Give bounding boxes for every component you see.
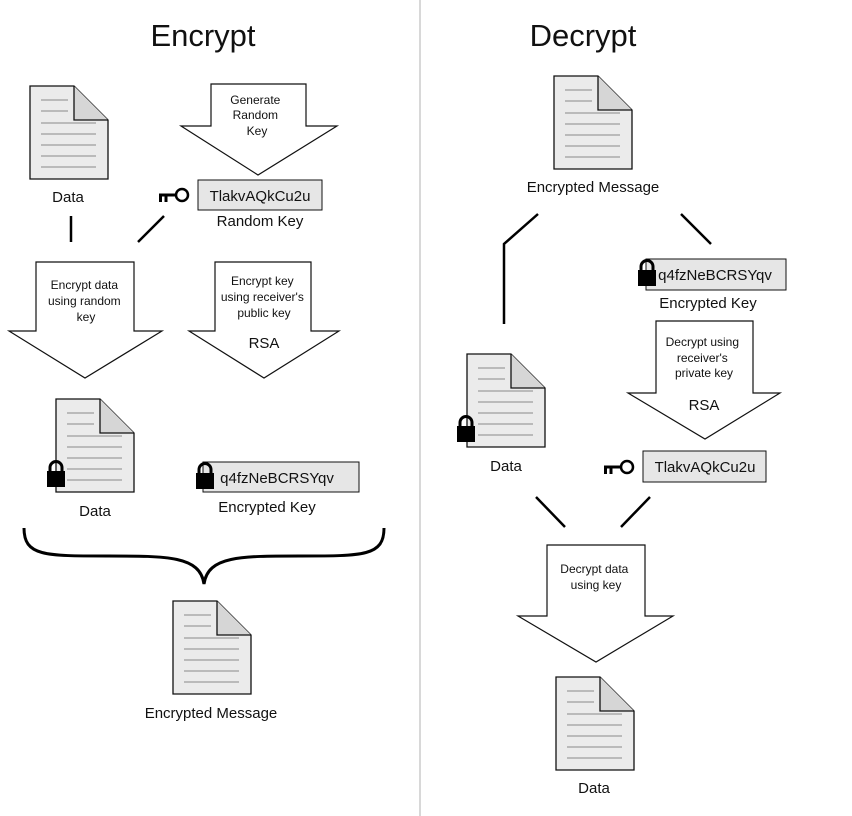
decrypt-encrypted-data-label: Data xyxy=(490,458,522,475)
decrypt-encrypted-key-label: Encrypted Key xyxy=(659,295,757,312)
combine-brace xyxy=(22,527,386,585)
connector xyxy=(502,213,539,324)
decrypt-key-text: Decrypt using receiver's private key xyxy=(666,335,743,380)
decrypt-data-arrow xyxy=(515,544,676,663)
connector xyxy=(535,496,566,528)
lock-icon xyxy=(455,415,477,444)
encrypt-key-text: Encrypt key using receiver's public key xyxy=(221,274,307,320)
encrypt-data-text: Encrypt data using random key xyxy=(48,278,124,324)
decrypt-key-arrow xyxy=(625,320,783,440)
connector xyxy=(620,496,651,528)
result-data-document-icon xyxy=(555,676,635,771)
connector xyxy=(680,213,712,245)
encrypt-title: Encrypt xyxy=(150,18,255,53)
encrypted-message-label: Encrypted Message xyxy=(145,705,278,722)
decrypt-encrypted-key-value: q4fzNeBCRSYqv xyxy=(658,267,772,284)
encrypt-key-algo: RSA xyxy=(249,335,280,352)
encrypted-key-box xyxy=(202,461,360,493)
encrypt-data-arrow xyxy=(6,261,165,379)
data-label: Data xyxy=(52,189,84,206)
encrypt-key-arrow xyxy=(186,261,342,379)
decrypt-random-key-value: TlakvAQkCu2u xyxy=(655,459,756,476)
decrypt-encrypted-key-box xyxy=(645,258,787,291)
decrypt-key-algo: RSA xyxy=(689,397,720,414)
generate-key-arrow xyxy=(178,83,340,176)
data-document-icon xyxy=(29,85,109,180)
decrypt-title: Decrypt xyxy=(530,18,637,53)
encrypted-key-label: Encrypted Key xyxy=(218,499,316,516)
random-key-label: Random Key xyxy=(217,213,304,230)
generate-key-text: Generate Random Key xyxy=(230,93,283,138)
encrypted-data-document-icon xyxy=(55,398,135,493)
encrypted-message-document-icon xyxy=(172,600,252,695)
encrypted-data-label: Data xyxy=(79,503,111,520)
decrypt-random-key-box xyxy=(642,450,767,483)
result-data-label: Data xyxy=(578,780,610,797)
decrypt-encrypted-data-document-icon xyxy=(466,353,546,448)
decrypt-data-text: Decrypt data using key xyxy=(560,562,631,592)
decrypt-message-label: Encrypted Message xyxy=(527,179,660,196)
random-key-value: TlakvAQkCu2u xyxy=(210,188,311,205)
key-icon xyxy=(157,187,190,204)
encrypted-message-document-icon xyxy=(553,75,633,170)
key-icon xyxy=(602,459,635,476)
connector xyxy=(137,215,165,243)
encrypted-key-value: q4fzNeBCRSYqv xyxy=(220,470,334,487)
random-key-box xyxy=(197,179,323,211)
